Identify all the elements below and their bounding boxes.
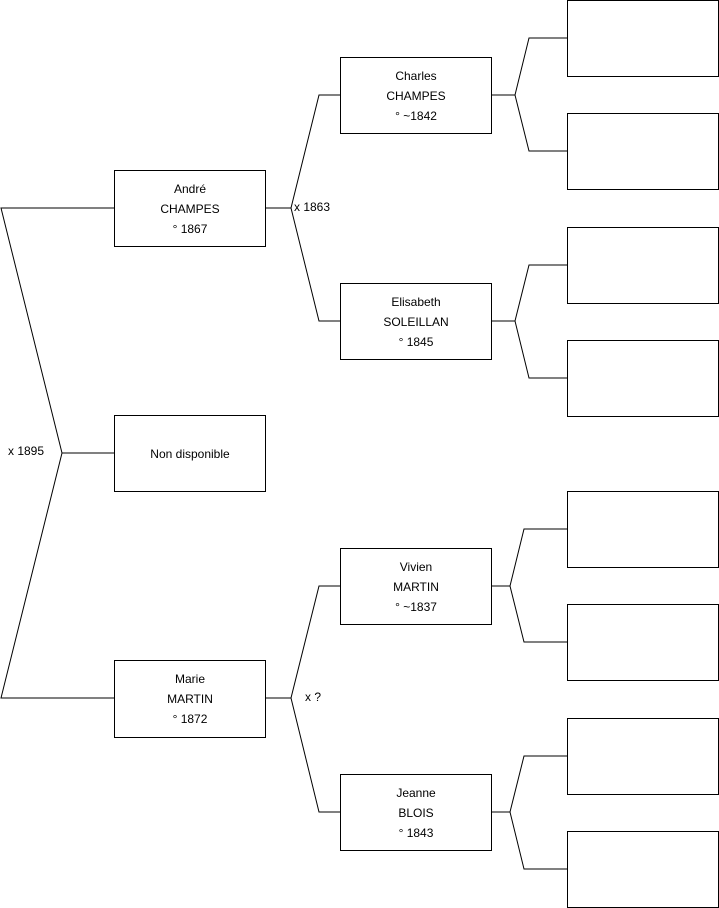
person-first-name: Charles	[395, 68, 437, 83]
root-person-box[interactable]: Non disponible	[114, 415, 266, 492]
empty-person-box[interactable]	[567, 340, 719, 417]
person-first-name: Elisabeth	[391, 294, 441, 309]
person-first-name: Marie	[174, 672, 205, 686]
connector-marie-to-jeanne	[290, 697, 341, 813]
connector-vivien-parents	[491, 528, 567, 587]
person-box-jeanne[interactable]: Jeanne BLOIS ° 1843	[340, 774, 492, 851]
person-box-vivien[interactable]: Vivien MARTIN ° ~1837	[340, 548, 492, 625]
connector-charles-mother	[514, 94, 567, 152]
person-last-name: CHAMPES	[160, 201, 220, 216]
empty-person-box[interactable]	[567, 227, 719, 304]
empty-person-box[interactable]	[567, 0, 719, 77]
connector-elisabeth-parents	[491, 264, 567, 322]
empty-person-box[interactable]	[567, 831, 719, 908]
connector-jeanne-parents	[491, 755, 567, 813]
empty-person-box[interactable]	[567, 113, 719, 190]
person-birth: ° 1872	[172, 712, 208, 726]
person-birth: ° ~1842	[395, 108, 437, 123]
connector-root-to-father	[0, 207, 114, 454]
marriage-label-root: x 1895	[8, 444, 45, 458]
connector-andre-to-charles	[265, 94, 341, 209]
person-box-elisabeth[interactable]: Elisabeth SOLEILLAN ° 1845	[340, 283, 492, 360]
person-box-andre[interactable]: André CHAMPES ° 1867	[114, 170, 266, 247]
empty-person-box[interactable]	[567, 604, 719, 681]
person-first-name: Vivien	[399, 559, 433, 574]
connector-jeanne-mother	[509, 811, 567, 870]
person-last-name: MARTIN	[393, 579, 439, 594]
person-last-name: BLOIS	[398, 805, 434, 820]
person-last-name: CHAMPES	[386, 88, 446, 103]
person-birth: ° ~1837	[395, 599, 437, 614]
connector-marie-to-vivien	[265, 585, 341, 699]
person-first-name: André	[173, 181, 207, 196]
connector-andre-to-elisabeth	[290, 207, 341, 322]
marriage-label-father-parents: x 1863	[294, 200, 331, 214]
person-birth: ° 1867	[172, 221, 208, 236]
person-box-charles[interactable]: Charles CHAMPES ° ~1842	[340, 57, 492, 134]
person-box-marie[interactable]: Marie MARTIN ° 1872	[114, 660, 266, 738]
connector-charles-parents	[491, 37, 567, 96]
person-birth: ° 1845	[398, 334, 434, 349]
not-available-label: Non disponible	[150, 446, 230, 461]
marriage-label-mother-parents: x ?	[305, 690, 322, 704]
empty-person-box[interactable]	[567, 718, 719, 795]
empty-person-box[interactable]	[567, 491, 719, 568]
person-birth: ° 1843	[398, 825, 434, 840]
person-last-name: MARTIN	[167, 692, 213, 706]
person-first-name: Jeanne	[396, 785, 436, 800]
person-last-name: SOLEILLAN	[383, 314, 449, 329]
connector-elisabeth-mother	[514, 320, 567, 379]
connector-root-to-mother	[0, 452, 114, 699]
connector-vivien-mother	[509, 585, 567, 643]
